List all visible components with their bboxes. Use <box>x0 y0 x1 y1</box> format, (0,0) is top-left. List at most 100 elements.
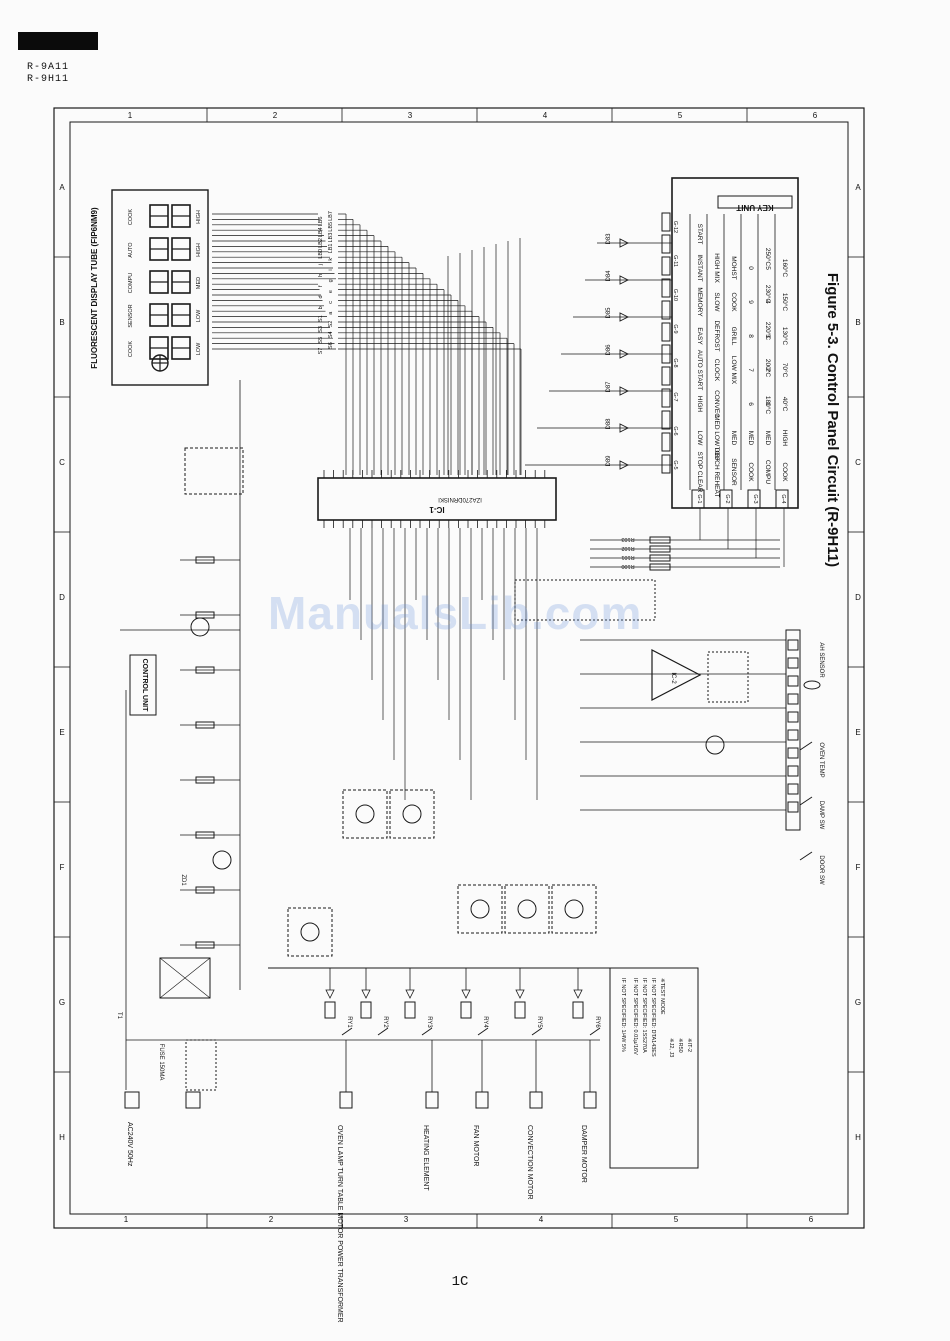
grid-col-bottom-4: 4 <box>539 1215 544 1224</box>
temp-label: 220°C <box>764 322 772 340</box>
vfd-drive-box <box>184 447 244 495</box>
output-label: HEATING ELEMENT <box>422 1125 429 1191</box>
grid-connector-box <box>661 234 671 254</box>
segment-label-f: f <box>318 285 324 287</box>
grid-connector-label: G-6 <box>672 426 678 435</box>
key-label: STOP CLEAR <box>696 452 703 493</box>
grid-row-left-E: E <box>59 728 64 737</box>
segment-label-i: i <box>328 269 334 270</box>
segment-label-LB4: LB4 <box>318 227 324 237</box>
ic2-label: IC-2 <box>670 672 676 684</box>
ac-connector <box>124 1091 140 1109</box>
segment-label-e: e <box>328 290 334 293</box>
display-mode-label: COOK <box>128 341 134 358</box>
transformer-t1 <box>185 1039 217 1091</box>
resistor-R102 <box>649 545 671 553</box>
relay-contact <box>377 1027 389 1036</box>
resistor <box>195 666 215 674</box>
relay-diode <box>515 989 525 999</box>
grid-row-right-C: C <box>855 458 861 467</box>
driver-transistor-box <box>389 789 435 839</box>
key-label: COOK <box>747 462 754 482</box>
notes-line: ※TEST MODE <box>659 978 666 1015</box>
display-level-label: LOW <box>196 309 202 322</box>
driver-transistor <box>300 922 320 942</box>
segment-label-LB6: LB6 <box>318 217 324 227</box>
grid-row-left-C: C <box>59 458 65 467</box>
resistor <box>195 941 215 949</box>
key-label: 150°C <box>781 293 789 311</box>
segment-label-d: d <box>318 295 324 298</box>
segment-label-c: c <box>328 301 334 304</box>
grid-connector-box <box>661 278 671 298</box>
key-label: MED <box>764 431 771 446</box>
notes-line: ※R50 <box>677 1038 684 1053</box>
driver-transistor-box <box>287 907 333 957</box>
grid-connector-box <box>661 410 671 430</box>
resistor-label-R102: R102 <box>621 545 634 551</box>
notes-line: ※J2, J3 <box>668 1038 675 1057</box>
connector-pin <box>787 765 799 777</box>
segment-label-S6: S6 <box>328 342 334 349</box>
diode-D88 <box>619 423 630 433</box>
grid-row-right-B: B <box>855 318 860 327</box>
outer-frame <box>53 107 865 1229</box>
grid-row-left-H: H <box>59 1133 65 1142</box>
segment-label-LB1: LB1 <box>328 244 334 254</box>
grid-connector-label: G-3 <box>752 494 758 503</box>
transistor-q1 <box>212 850 232 870</box>
display-tube-title: FLUORESCENT DISPLAY TUBE (FIP6NM9) <box>90 207 99 369</box>
key-label: 8 <box>747 334 754 338</box>
grid-row-right-F: F <box>856 863 861 872</box>
model-label-2: R-9H11 <box>27 74 70 85</box>
key-label: 1 <box>764 402 771 406</box>
key-label: COOK <box>781 462 788 482</box>
key-label: 4 <box>764 300 771 304</box>
transistor-q60 <box>705 735 725 755</box>
switch-label: DOOR SW <box>818 855 824 885</box>
resistor-network <box>514 579 656 621</box>
key-label: MOHST <box>730 256 737 280</box>
resistor <box>195 611 215 619</box>
relay-coil-RY2 <box>360 1001 372 1019</box>
key-label: CLOCK <box>713 359 720 382</box>
key-label: 7 <box>747 368 754 372</box>
notes-line: ※IT-2 <box>686 1038 693 1052</box>
segment-label-LB2: LB2 <box>318 238 324 248</box>
relay-coil-RY3 <box>404 1001 416 1019</box>
segment-label-b: b <box>318 306 324 309</box>
segment-label-S2: S2 <box>328 321 334 328</box>
key-label: EASY <box>696 327 703 345</box>
key-label: 160°C <box>781 259 789 277</box>
grid-connector-box <box>691 489 705 509</box>
control-unit-label: CONTROL UNIT <box>141 659 148 712</box>
grid-row-left-B: B <box>59 318 64 327</box>
temp-label: 200°C <box>764 359 772 377</box>
sensor-connector-strip <box>785 629 801 831</box>
grid-connector-box <box>775 489 789 509</box>
figure-caption-text: Figure 5-3. Control Panel Circuit (R-9H1… <box>824 273 841 567</box>
grid-row-right-D: D <box>855 593 861 602</box>
grid-connector-label: G-8 <box>672 358 678 367</box>
grid-row-left-D: D <box>59 593 65 602</box>
connector-pin <box>787 783 799 795</box>
segment-label-h: h <box>318 274 324 277</box>
notes-line: IF NOT SPECIFIED: DTA143ES <box>650 978 656 1057</box>
resistor-R101 <box>649 554 671 562</box>
output-connector <box>529 1091 543 1109</box>
key-label: TOUCH REHEAT <box>713 447 720 498</box>
resistor-label-R100: R100 <box>621 563 634 569</box>
diode-D85 <box>619 312 630 322</box>
segment-label-j: j <box>318 264 324 266</box>
diode-label-D84: D84 <box>606 270 612 282</box>
output-label: DAMPER MOTOR <box>580 1125 587 1183</box>
key-label: MEMORY <box>696 287 703 317</box>
notes-box <box>609 967 699 1169</box>
diode-label-D85: D85 <box>606 307 612 319</box>
key-label: SLOW <box>713 292 720 312</box>
relay-diode <box>573 989 583 999</box>
connector-pin <box>787 693 799 705</box>
